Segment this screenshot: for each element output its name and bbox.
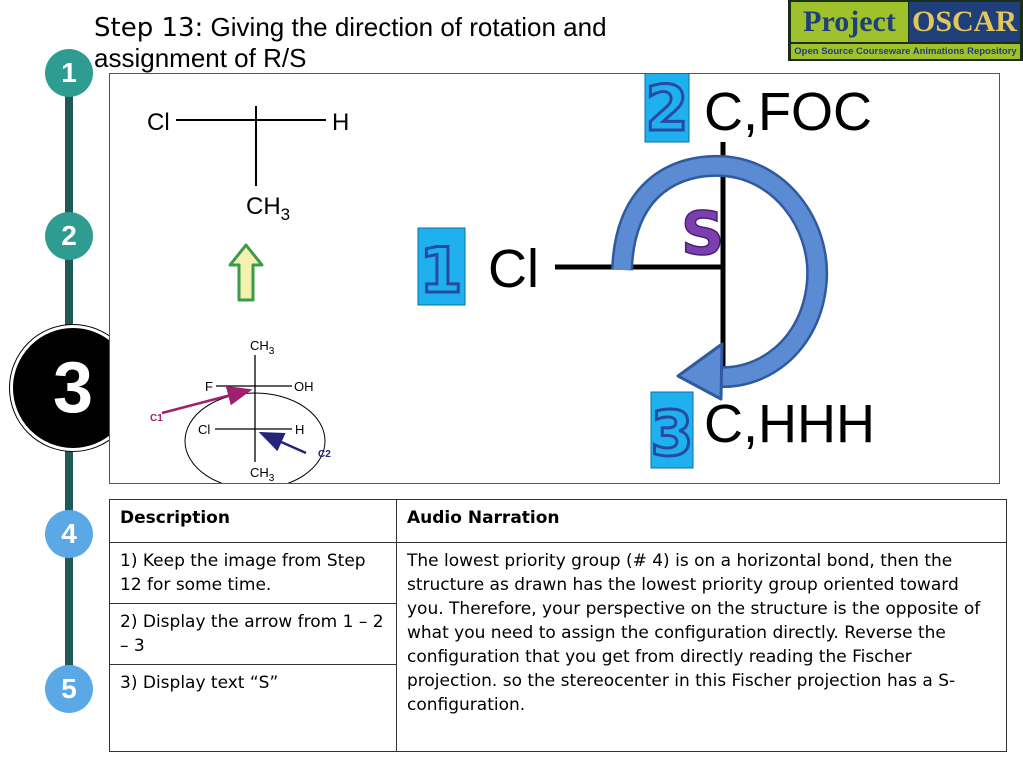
up-arrow-icon	[228, 243, 264, 302]
fischer-row1-right: OH	[294, 379, 314, 394]
bottom-group-label: C,HHH	[704, 394, 875, 454]
logo-tagline: Open Source Courseware Animations Reposi…	[791, 44, 1020, 59]
table-row: 1) Keep the image from Step 12 for some …	[109, 542, 1007, 752]
diagram-canvas: Cl H CH3 CH3 F OH Cl H CH3 C1 C2	[147, 74, 875, 483]
rotation-arrow	[613, 157, 826, 386]
table-row: 3) Display text “S”	[109, 664, 1007, 752]
table-header-row: Description Audio Narration	[109, 499, 1007, 543]
table-row: 2) Display the arrow from 1 – 2 – 3	[109, 603, 1007, 665]
svg-text:1: 1	[419, 234, 462, 307]
step-4-button[interactable]: 4	[45, 510, 93, 558]
c2-label: C2	[318, 449, 331, 460]
c2-arrow	[258, 431, 307, 455]
big-fischer-projection: S C,FOC Cl C,HHH 2 1 3	[417, 74, 875, 472]
diagram-panel: Cl H CH3 CH3 F OH Cl H CH3 C1 C2	[109, 73, 1000, 484]
highlight-ellipse	[184, 392, 326, 483]
fischer-top-label: CH3	[250, 338, 275, 357]
fischer-row2-left: Cl	[198, 422, 210, 437]
top-left-structure: Cl H CH3	[147, 106, 349, 224]
atom-h-label: H	[332, 109, 349, 136]
svg-text:3: 3	[650, 397, 693, 470]
description-cell-2: 2) Display the arrow from 1 – 2 – 3	[109, 603, 397, 665]
priority-1-badge: 1	[417, 227, 466, 309]
small-fischer-projection: CH3 F OH Cl H CH3 C1 C2	[150, 338, 331, 483]
logo-word-project: Project	[791, 2, 908, 42]
step-5-button[interactable]: 5	[45, 665, 93, 713]
c1-arrow	[161, 386, 253, 415]
step-prefix: Step 13:	[94, 13, 204, 43]
methyl-label: CH3	[246, 193, 290, 224]
narration-cell: The lowest priority group (# 4) is on a …	[396, 542, 1007, 752]
rotation-arrow-head	[676, 342, 724, 401]
step-title: Giving the direction of rotation and ass…	[94, 12, 607, 73]
fischer-row2-right: H	[295, 422, 304, 437]
configuration-s-label: S	[681, 199, 724, 269]
left-group-label: Cl	[488, 239, 539, 299]
fischer-row1-left: F	[205, 379, 213, 394]
narration-table: Description Audio Narration 1) Keep the …	[109, 499, 1007, 752]
priority-3-badge: 3	[649, 391, 695, 472]
priority-2-badge: 2	[644, 74, 690, 147]
project-oscar-logo: Project OSCAR Open Source Courseware Ani…	[788, 0, 1023, 61]
header-audio-narration: Audio Narration	[396, 499, 1007, 543]
header-description: Description	[109, 499, 397, 543]
step-1-button[interactable]: 1	[45, 49, 93, 97]
svg-text:2: 2	[645, 74, 688, 145]
top-group-label: C,FOC	[704, 82, 872, 142]
description-cell-3: 3) Display text “S”	[109, 664, 397, 752]
description-cell-1: 1) Keep the image from Step 12 for some …	[109, 542, 397, 604]
step-2-button[interactable]: 2	[45, 212, 93, 260]
page-title: Step 13: Giving the direction of rotatio…	[94, 12, 734, 73]
fischer-bottom-label: CH3	[250, 465, 275, 483]
atom-cl-label: Cl	[147, 109, 170, 136]
c1-label: C1	[150, 413, 163, 424]
logo-word-oscar: OSCAR	[909, 2, 1020, 42]
